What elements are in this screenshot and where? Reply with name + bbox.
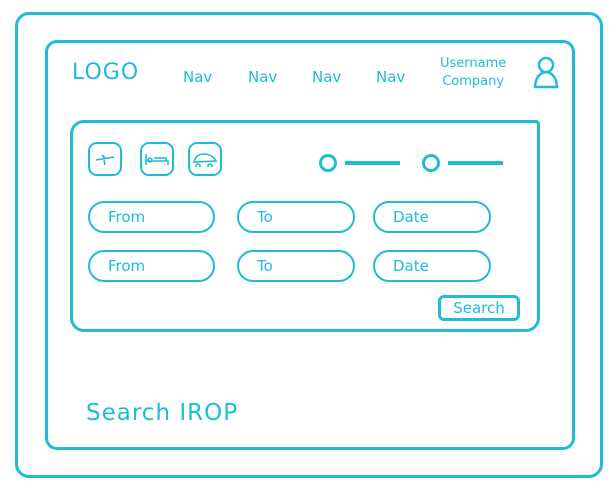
car-icon	[192, 153, 218, 167]
bed-icon	[145, 154, 169, 165]
nav-link-2[interactable]: Nav	[248, 68, 278, 86]
radio-option-1[interactable]	[319, 154, 337, 172]
plane-icon	[95, 154, 115, 166]
from-input-2[interactable]	[88, 250, 215, 282]
user-avatar-icon[interactable]	[530, 55, 562, 89]
nav-link-3[interactable]: Nav	[312, 68, 342, 86]
user-info[interactable]: Username Company	[440, 55, 506, 91]
from-input-1[interactable]	[88, 201, 215, 233]
tab-cars[interactable]	[188, 142, 222, 176]
company: Company	[442, 74, 505, 89]
app-window	[45, 40, 575, 450]
search-button[interactable]: Search	[438, 295, 520, 321]
to-input-1[interactable]	[237, 201, 355, 233]
page-title: Search IROP	[86, 400, 239, 426]
nav-link-4[interactable]: Nav	[376, 68, 406, 86]
radio-option-2[interactable]	[422, 154, 440, 172]
logo: LOGO	[72, 60, 140, 85]
date-input-2[interactable]	[373, 250, 491, 282]
radio-label-1	[345, 161, 400, 165]
tab-hotels[interactable]	[140, 142, 174, 176]
username: Username	[440, 56, 507, 71]
date-input-1[interactable]	[373, 201, 491, 233]
device-frame	[15, 12, 603, 478]
tab-flights[interactable]	[88, 142, 122, 176]
nav-link-1[interactable]: Nav	[183, 68, 213, 86]
to-input-2[interactable]	[237, 250, 355, 282]
radio-label-2	[448, 161, 503, 165]
search-card	[70, 120, 540, 332]
